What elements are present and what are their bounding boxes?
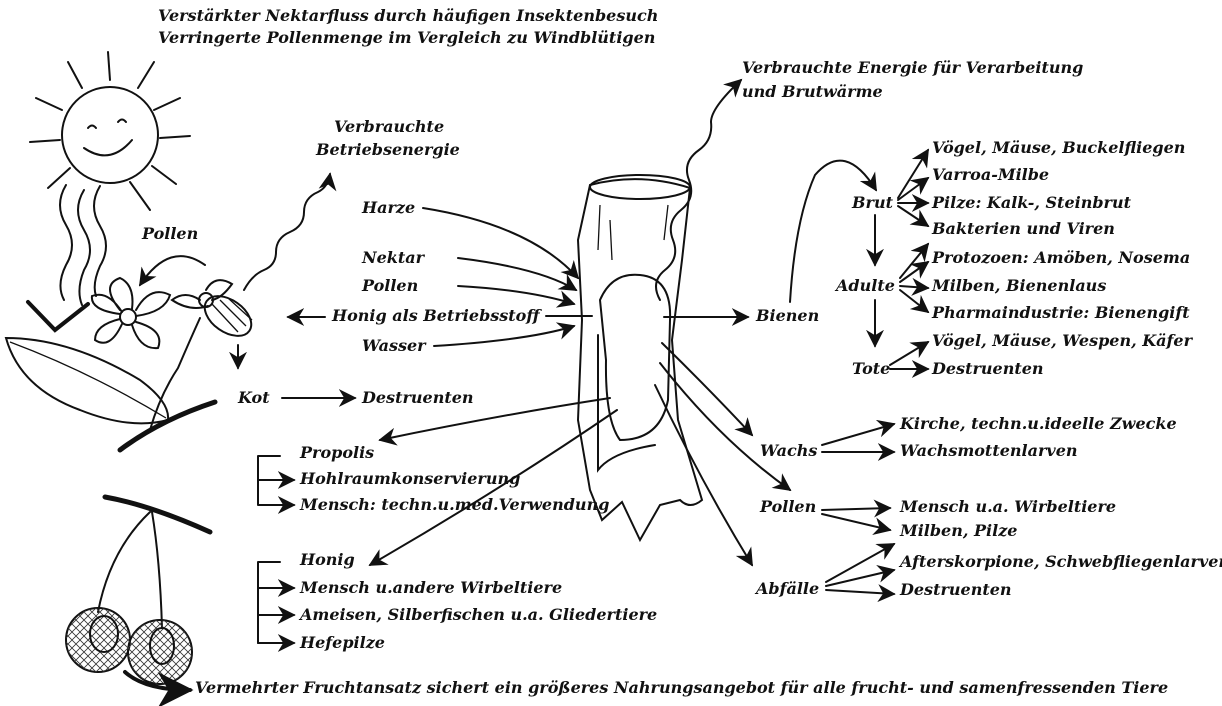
input-wasser: Wasser [362, 336, 426, 355]
honig-item: Mensch u.andere Wirbeltiere [300, 578, 563, 597]
pollen-out-item: Mensch u.a. Wirbeltiere [900, 497, 1117, 516]
honig-item: Hefepilze [300, 633, 385, 652]
flower-icon [90, 276, 172, 350]
energy-label-line1: Verbrauchte [334, 117, 445, 136]
sun-icon [26, 51, 191, 333]
bienen-label: Bienen [756, 306, 820, 325]
honig-title: Honig [300, 550, 355, 569]
destruenten-label: Destruenten [362, 388, 474, 407]
adulte-item: Protozoen: Amöben, Nosema [932, 248, 1191, 267]
abfaelle-item: Afterskorpione, Schwebfliegenlarven [900, 552, 1222, 571]
kot-label: Kot [238, 388, 270, 407]
hive-energy-line1: Verbrauchte Energie für Verarbeitung [742, 58, 1084, 77]
wachs-item: Wachsmottenlarven [900, 441, 1078, 460]
input-nektar: Nektar [362, 248, 425, 267]
pollen-label: Pollen [142, 224, 199, 243]
energy-label-line2: Betriebsenergie [316, 140, 460, 159]
propolis-item: Hohlraumkonservierung [300, 469, 521, 488]
brut-item: Vögel, Mäuse, Buckelfliegen [932, 138, 1186, 157]
propolis-title: Propolis [300, 443, 375, 462]
wachs-label: Wachs [760, 441, 818, 460]
hive-tree-icon [576, 174, 704, 543]
bee-icon [170, 279, 253, 337]
top-text-line1: Verstärkter Nektarfluss durch häufigen I… [158, 6, 659, 25]
abfaelle-label: Abfälle [756, 579, 820, 598]
input-honig: Honig als Betriebsstoff [332, 306, 540, 325]
adulte-item: Vögel, Mäuse, Wespen, Käfer [932, 331, 1192, 350]
propolis-item: Mensch: techn.u.med.Verwendung [300, 495, 610, 514]
hive-energy-line2: und Brutwärme [742, 82, 883, 101]
brut-item: Pilze: Kalk-, Steinbrut [932, 193, 1131, 212]
tote-item: Destruenten [932, 359, 1044, 378]
pollen-out-item: Milben, Pilze [900, 521, 1018, 540]
input-pollen: Pollen [362, 276, 419, 295]
pollen-out-label: Pollen [760, 497, 817, 516]
adulte-item: Pharmaindustrie: Bienengift [932, 303, 1190, 322]
adulte-item: Milben, Bienenlaus [932, 276, 1107, 295]
bottom-caption: Vermehrter Fruchtansatz sichert ein größ… [195, 678, 1169, 697]
top-text-line2: Verringerte Pollenmenge im Vergleich zu … [158, 28, 656, 47]
tote-label: Tote [852, 359, 891, 378]
honig-item: Ameisen, Silberfischen u.a. Gliedertiere [300, 605, 658, 624]
wachs-item: Kirche, techn.u.ideelle Zwecke [900, 414, 1177, 433]
abfaelle-item: Destruenten [900, 580, 1012, 599]
brut-item: Varroa-Milbe [932, 165, 1050, 184]
cherries-icon [65, 494, 213, 706]
adulte-label: Adulte [836, 276, 895, 295]
brut-label: Brut [852, 193, 893, 212]
leaf-branch-icon [4, 317, 218, 453]
input-harze: Harze [362, 198, 416, 217]
brut-item: Bakterien und Viren [932, 219, 1115, 238]
